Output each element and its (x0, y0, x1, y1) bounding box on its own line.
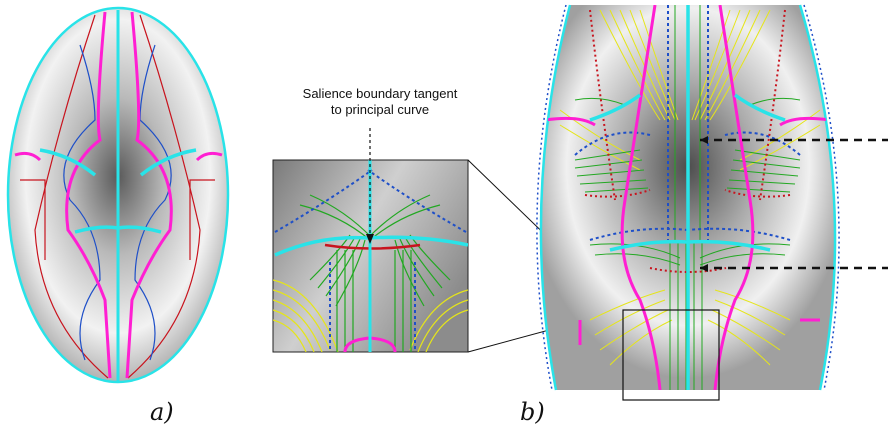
callout-arrow-head (700, 264, 708, 272)
panel-a-red-curve (189, 179, 215, 260)
annotation-line-2: to principal curve (330, 102, 430, 117)
panel-a-cyan-ridge (74, 225, 162, 234)
panel-b-cyan-ridge (589, 5, 786, 390)
panel-a-blue-curve (134, 44, 172, 361)
inset-green-field (299, 194, 451, 352)
inset-yellow-field (273, 279, 468, 352)
panel-a-magenta-ridge (14, 151, 42, 162)
panel-a-magenta-ridge (195, 151, 223, 162)
panel-b-label: b) (520, 398, 545, 426)
panel-b-magenta-ridge (544, 5, 831, 390)
panel-a-magenta-ridge (65, 11, 112, 379)
annotation-line-1: Salience boundary tangent (302, 86, 458, 101)
panel-b-yellow-field (559, 9, 821, 366)
panel-a-red-curve (20, 179, 46, 260)
zoom-inset (272, 159, 469, 353)
panel-b-boundary (536, 4, 567, 391)
inset-blue-boundary (274, 169, 373, 233)
annotation-text: Salience boundary tangent to principal c… (270, 86, 490, 118)
callout-arrow-head (700, 136, 708, 144)
panel-a-label: a) (150, 398, 174, 426)
annotation-arrow-head (366, 234, 374, 244)
panel-b-surface (536, 4, 840, 401)
panel-a-surface (6, 6, 230, 384)
panel-a-magenta-ridge (125, 11, 173, 379)
panel-b-red-boundary (584, 9, 791, 273)
detail-box (622, 309, 720, 401)
panel-a-cyan-ridge (139, 148, 197, 177)
panel-a-red-curve (34, 14, 109, 379)
panel-b-blue-boundary (574, 5, 801, 241)
inset-blue-boundary (367, 169, 467, 233)
panel-b-boundary (798, 4, 837, 391)
panel-b-boundary (539, 4, 572, 391)
panel-a-blue-curve (63, 44, 101, 361)
panel-a-red-curve (127, 14, 201, 379)
panel-a-cyan-ridge (39, 148, 97, 177)
